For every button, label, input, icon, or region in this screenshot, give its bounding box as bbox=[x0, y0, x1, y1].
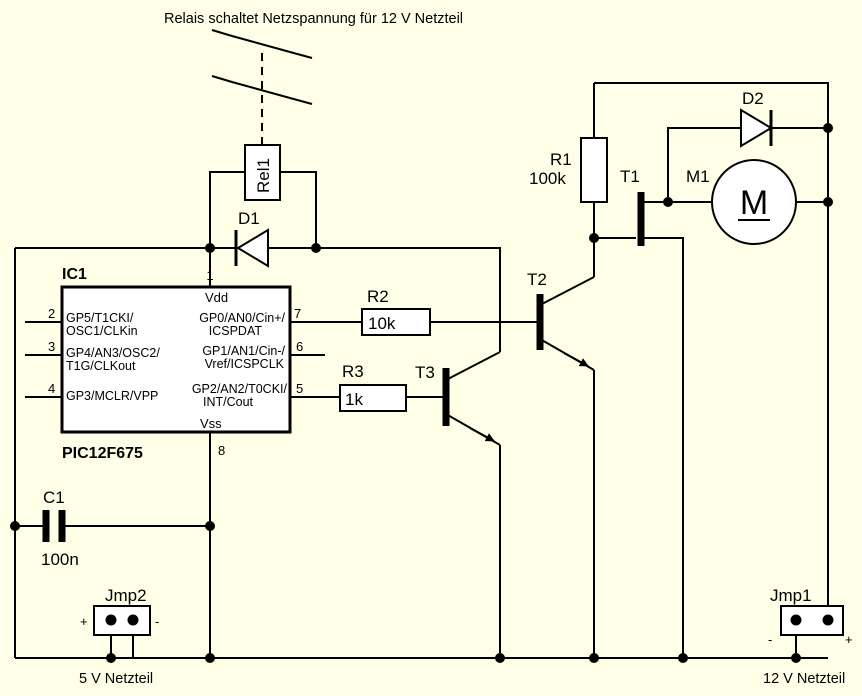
pin-5-label-1: GP2/AN2/T0CKI/ bbox=[192, 382, 288, 396]
pin-7-number: 7 bbox=[294, 306, 301, 321]
motor-m1: M M1 bbox=[686, 159, 797, 245]
pin-3-label-2: T1G/CLKout bbox=[66, 359, 136, 373]
r1-label: R1 bbox=[550, 150, 572, 169]
pin-3-number: 3 bbox=[48, 339, 55, 354]
resistor-r3: R3 1k bbox=[339, 362, 407, 412]
jmp1-minus: - bbox=[768, 632, 772, 647]
diode-d2: D2 bbox=[740, 89, 773, 148]
m1-label: M1 bbox=[686, 167, 710, 186]
capacitor-c1: C1 100n bbox=[41, 488, 79, 569]
jmp2-label: Jmp2 bbox=[105, 586, 147, 605]
jmp2-caption: 5 V Netzteil bbox=[79, 671, 153, 687]
junctions bbox=[10, 123, 833, 663]
r3-label: R3 bbox=[342, 362, 364, 381]
pin-7-label-1: GP0/AN0/Cin+/ bbox=[199, 311, 285, 325]
pin-2-label-1: GP5/T1CKI/ bbox=[66, 311, 134, 325]
c1-label: C1 bbox=[43, 488, 65, 507]
pin-2-label-2: OSC1/CLKin bbox=[66, 324, 138, 338]
pin-5-label-2: INT/Cout bbox=[203, 395, 254, 409]
r2-value: 10k bbox=[368, 314, 396, 333]
pin-5-number: 5 bbox=[296, 381, 303, 396]
ic-name: IC1 bbox=[62, 266, 87, 283]
pin-6-label-1: GP1/AN1/Cin-/ bbox=[202, 344, 285, 358]
jmp1-caption: 12 V Netzteil bbox=[763, 671, 845, 687]
pin-vdd-label: Vdd bbox=[205, 290, 228, 305]
pin-7-label-2: ICSPDAT bbox=[209, 324, 263, 338]
pin-3-label-1: GP4/AN3/OSC2/ bbox=[66, 346, 160, 360]
pin-6-number: 6 bbox=[296, 339, 303, 354]
jmp1-label: Jmp1 bbox=[770, 586, 812, 605]
ic1: IC1 PIC12F675 1 Vdd 8 Vss 2 GP5/T1CKI/ O… bbox=[48, 266, 303, 462]
ic-part: PIC12F675 bbox=[62, 445, 143, 462]
pin-vdd-number: 1 bbox=[206, 268, 213, 283]
pin-4-label: GP3/MCLR/VPP bbox=[66, 389, 158, 403]
transistor-t3: T3 bbox=[415, 363, 495, 442]
jmp2-plus: + bbox=[80, 614, 88, 629]
pin-4-number: 4 bbox=[48, 381, 55, 396]
t1-label: T1 bbox=[620, 167, 640, 186]
pin-2-number: 2 bbox=[48, 306, 55, 321]
transistor-t2: T2 bbox=[527, 270, 589, 367]
c1-value: 100n bbox=[41, 550, 79, 569]
relay-label: Rel1 bbox=[254, 158, 273, 193]
resistor-r1: R1 100k bbox=[529, 137, 608, 203]
transistor-t1: T1 bbox=[620, 167, 645, 246]
d1-label: D1 bbox=[238, 209, 260, 228]
resistor-r2: R2 10k bbox=[361, 287, 431, 336]
motor-symbol: M bbox=[740, 184, 768, 222]
r1-value: 100k bbox=[529, 169, 566, 188]
pin-vss-number: 8 bbox=[218, 443, 225, 458]
jumper-jmp1: Jmp1 - + 12 V Netzteil bbox=[763, 586, 853, 687]
t2-label: T2 bbox=[527, 270, 547, 289]
relay-rel1: Rel1 bbox=[244, 144, 281, 201]
jumper-jmp2: Jmp2 + - 5 V Netzteil bbox=[79, 586, 159, 687]
wires bbox=[14, 29, 829, 659]
diode-d1: D1 bbox=[234, 209, 269, 268]
jmp1-plus: + bbox=[845, 632, 853, 647]
r2-label: R2 bbox=[367, 287, 389, 306]
r3-value: 1k bbox=[345, 390, 363, 409]
d2-label: D2 bbox=[742, 89, 764, 108]
pin-6-label-2: Vref/ICSPCLK bbox=[205, 357, 285, 371]
t3-label: T3 bbox=[415, 363, 435, 382]
relay-caption: Relais schaltet Netzspannung für 12 V Ne… bbox=[164, 11, 463, 27]
jmp2-minus: - bbox=[155, 614, 159, 629]
pin-vss-label: Vss bbox=[200, 416, 222, 431]
